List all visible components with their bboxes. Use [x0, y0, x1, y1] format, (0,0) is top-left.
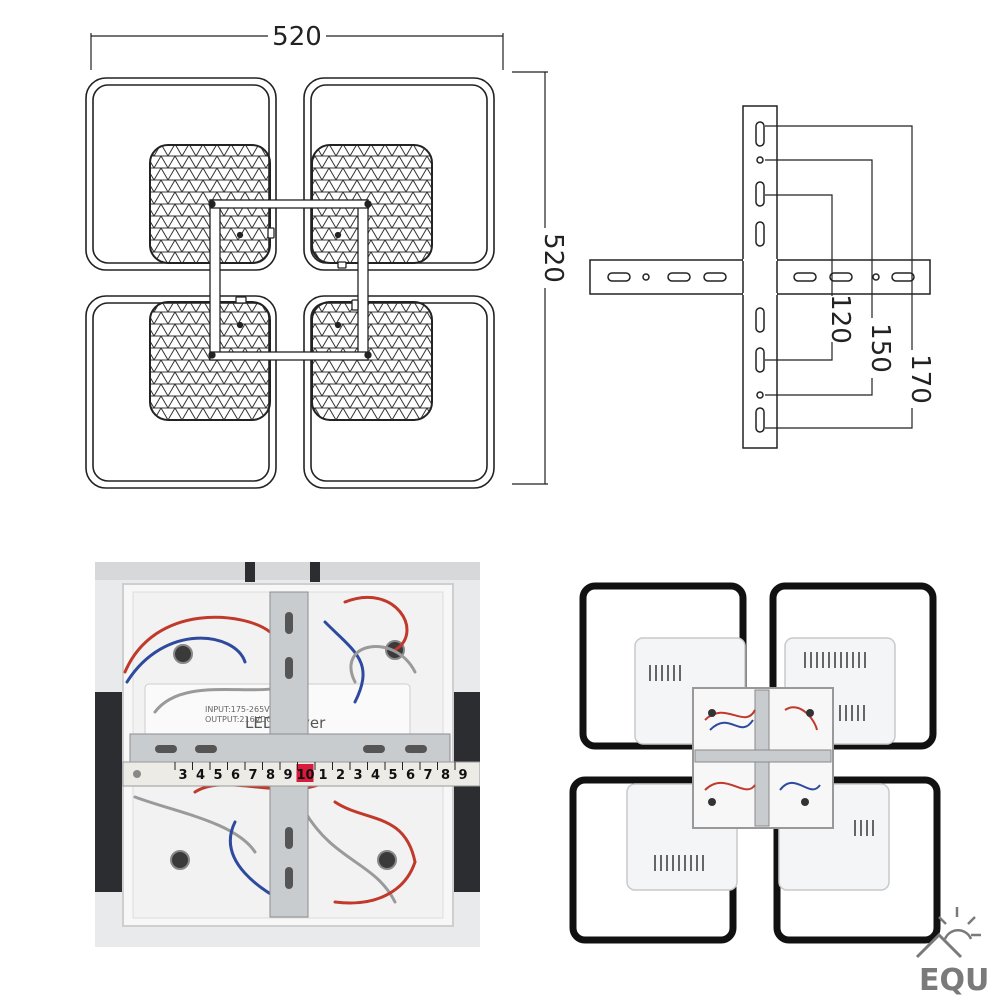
product-center-box — [692, 687, 834, 829]
height-dimension-label: 520 — [538, 233, 568, 283]
ruler-highlight-box — [296, 764, 314, 782]
ruler-digit: 8 — [266, 768, 275, 783]
center-connector — [208, 199, 372, 361]
ruler-digit: 4 — [196, 768, 205, 783]
width-dimension-label: 520 — [272, 22, 322, 52]
driver-text-input: INPUT:175-265V — [205, 705, 270, 714]
technical-drawing: 520 520 — [85, 22, 935, 489]
bracket-dimensions — [765, 125, 913, 429]
wiring-photo: LED Driver INPUT:175-265V OUTPUT:216VDC — [95, 562, 480, 947]
product-frame-top-right — [769, 582, 937, 750]
ruler-digit: 3 — [178, 768, 187, 783]
ruler-digit: 5 — [388, 768, 397, 783]
photo-mounting-bracket — [129, 591, 451, 918]
driver-text-output: OUTPUT:216VDC — [205, 715, 272, 724]
sun-rays-icon — [938, 907, 981, 940]
ruler-digit: 7 — [248, 768, 257, 783]
mesh-panels — [149, 144, 433, 421]
house-icon — [915, 932, 963, 959]
ruler-digit: 6 — [231, 768, 240, 783]
ruler-digit: 7 — [423, 768, 432, 783]
ruler-digit: 3 — [353, 768, 362, 783]
frame-top-right — [303, 77, 495, 271]
bracket-dimension-150: 150 — [865, 323, 895, 373]
ruler-digit: 1 — [318, 768, 327, 783]
bracket-dimension-120: 120 — [825, 294, 855, 344]
ruler-digit: 5 — [213, 768, 222, 783]
vent-slots — [649, 652, 874, 871]
frame-bottom-right — [303, 295, 495, 489]
frame-top-left — [85, 77, 277, 271]
height-dimension: 520 — [512, 71, 568, 485]
ruler-digit: 6 — [406, 768, 415, 783]
ruler-digit: 9 — [458, 768, 467, 783]
ruler-digit: 4 — [371, 768, 380, 783]
product-frame-bottom-right — [773, 776, 941, 944]
ruler-digit: 2 — [336, 768, 345, 783]
brand-logo-text: EQU — [919, 963, 989, 998]
product-photo — [569, 582, 941, 944]
mesh-panel-bottom-right — [311, 301, 433, 421]
width-dimension: 520 — [90, 22, 504, 70]
brand-logo: EQU — [915, 907, 989, 998]
ruler-digit: 8 — [441, 768, 450, 783]
frame-bottom-left — [85, 295, 277, 489]
bracket-dimension-170: 170 — [905, 354, 935, 404]
ruler-digit: 10 — [296, 768, 314, 783]
wires — [123, 595, 417, 905]
ruler-digit: 9 — [283, 768, 292, 783]
lamp-frames — [85, 77, 495, 489]
mounting-bracket — [589, 105, 931, 449]
